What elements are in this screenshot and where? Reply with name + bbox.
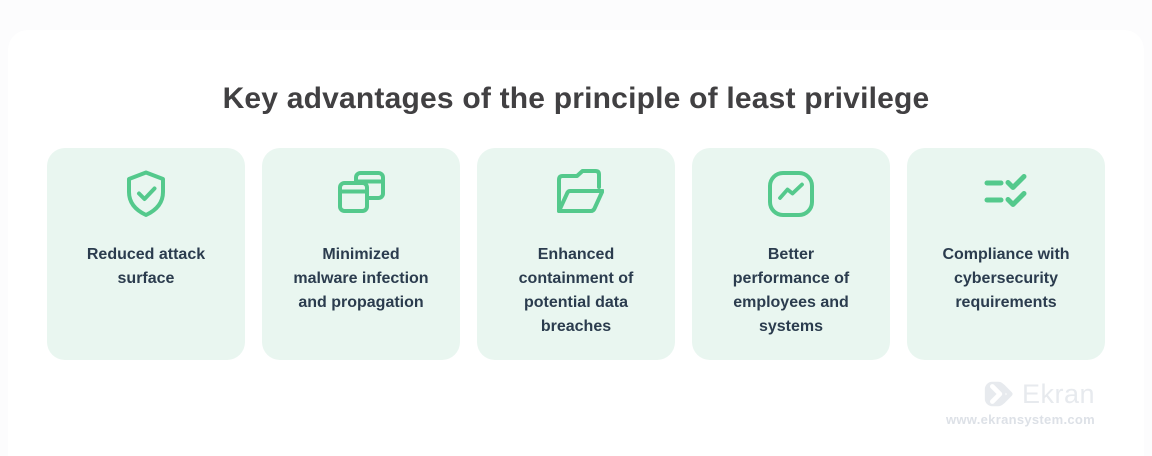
ekran-logo-text: Ekran: [1021, 378, 1095, 409]
card-reduced-attack-surface: Reduced attack surface: [47, 148, 245, 360]
card-compliance: Compliance with cybersecurity requiremen…: [907, 148, 1105, 360]
advantages-cards: Reduced attack surface Minimized malware…: [8, 148, 1144, 360]
checklist-icon: [978, 166, 1034, 222]
page-title: Key advantages of the principle of least…: [222, 82, 930, 115]
trend-chart-icon: [763, 166, 819, 222]
card-label: Better performance of employees and syst…: [732, 246, 850, 335]
ekran-logo: Ekran: [982, 378, 1095, 410]
card-label: Reduced attack surface: [86, 246, 206, 287]
content-panel: Key advantages of the principle of least…: [8, 30, 1144, 456]
website-url: www.ekransystem.com: [945, 412, 1095, 427]
card-better-performance: Better performance of employees and syst…: [692, 148, 890, 360]
ekran-branding: Ekran www.ekransystem.com: [945, 378, 1095, 428]
card-label: Enhanced containment of potential data b…: [518, 246, 634, 335]
card-label: Compliance with cybersecurity requiremen…: [942, 246, 1070, 311]
shield-check-icon: [118, 166, 174, 222]
ekran-logo-icon: [984, 381, 1013, 407]
folder-open-icon: [548, 166, 604, 222]
card-minimized-malware: Minimized malware infection and propagat…: [262, 148, 460, 360]
card-label: Minimized malware infection and propagat…: [293, 246, 429, 311]
card-data-breach-containment: Enhanced containment of potential data b…: [477, 148, 675, 360]
browser-windows-icon: [333, 166, 389, 222]
